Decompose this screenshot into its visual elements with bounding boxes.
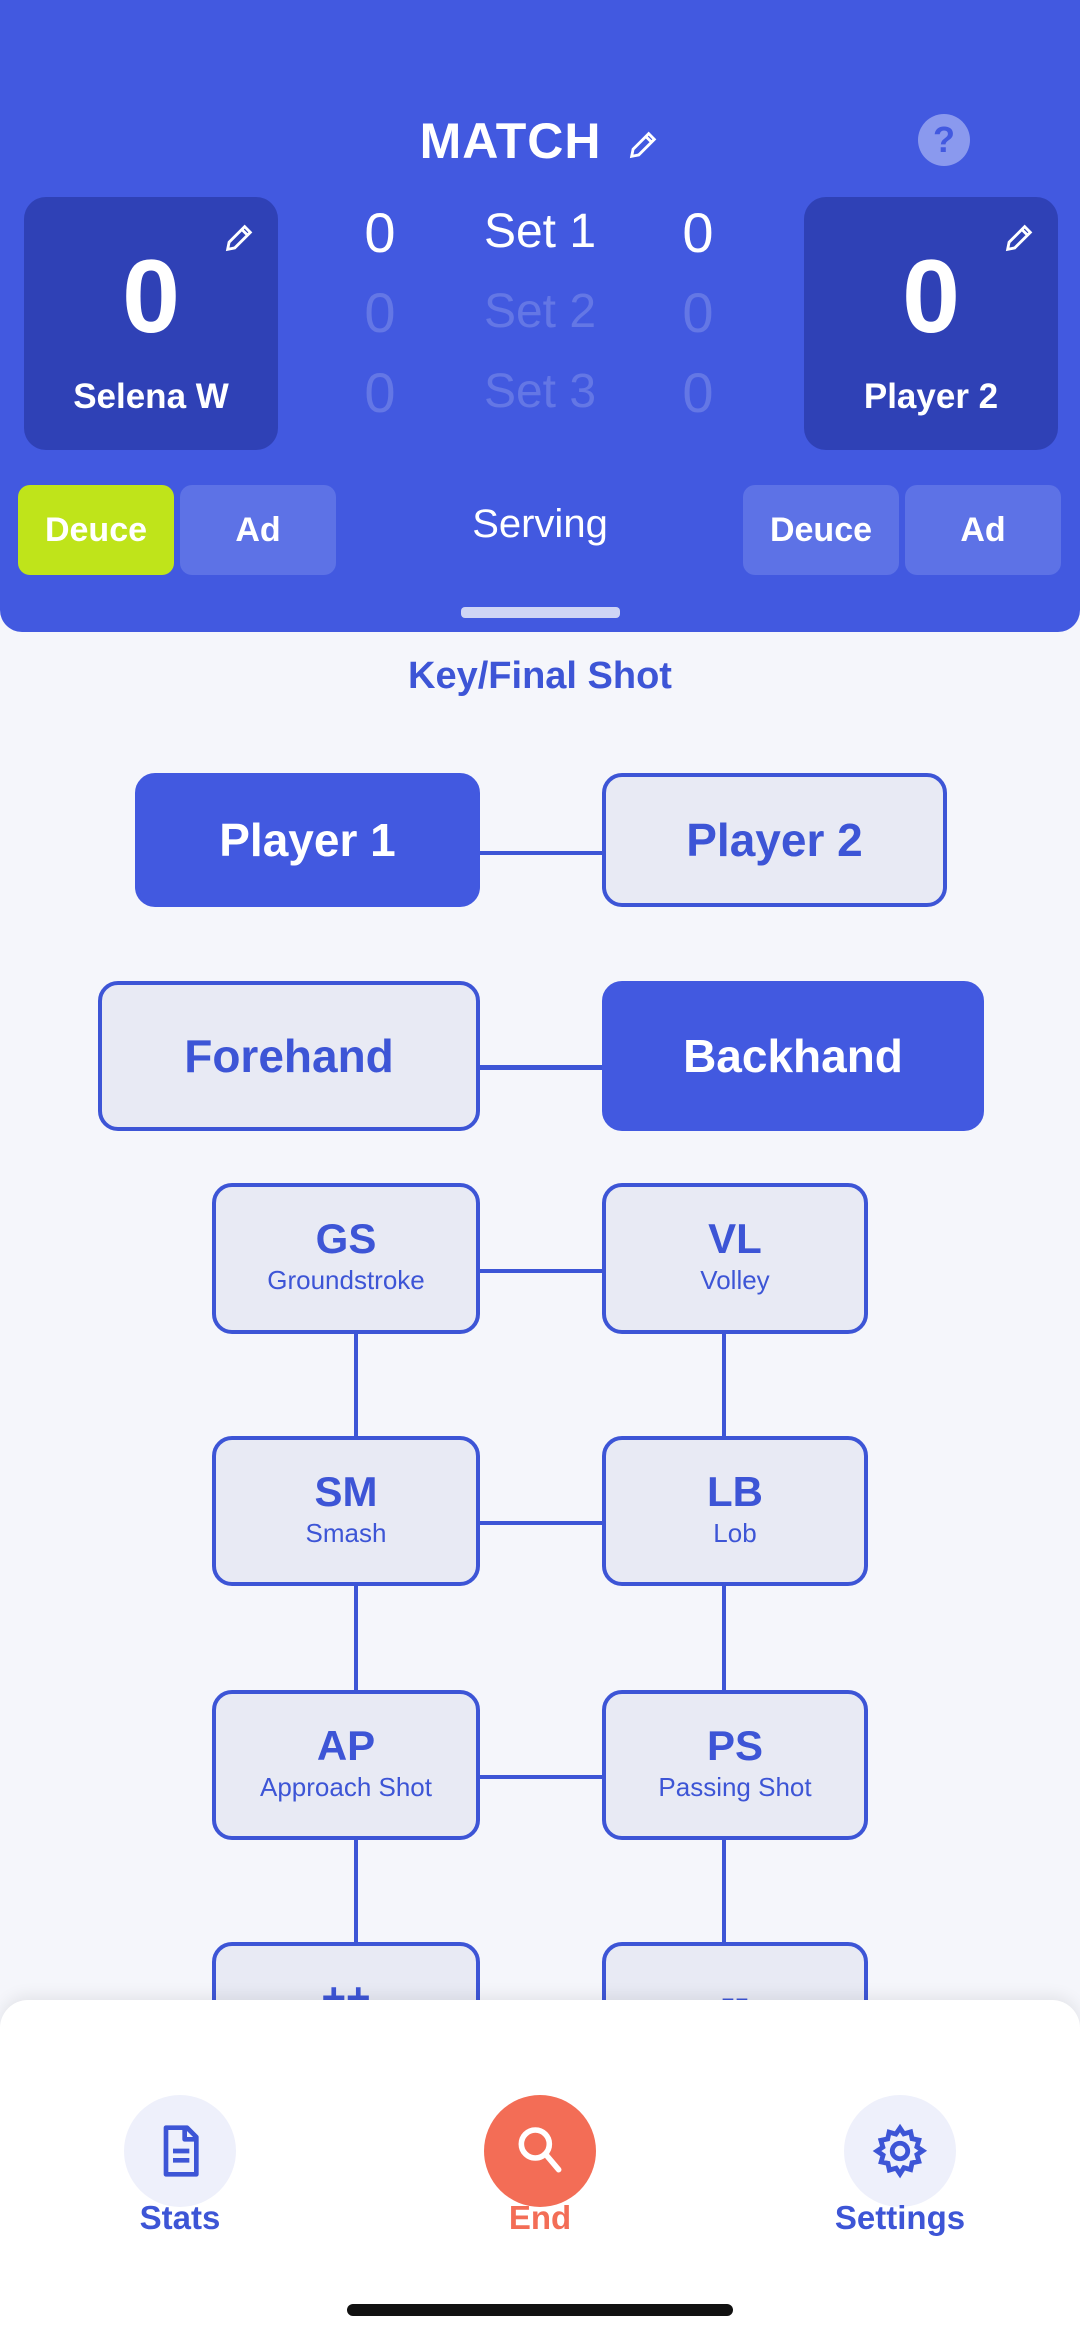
player2-deuce-button[interactable]: Deuce [743,485,899,575]
forehand-button[interactable]: Forehand [98,981,480,1131]
player1-deuce-button[interactable]: Deuce [18,485,174,575]
player2-score-card[interactable]: 0 Player 2 [804,197,1058,450]
player1-ad-button[interactable]: Ad [180,485,336,575]
player2-name: Player 2 [863,377,999,416]
set2-p2-score: 0 [682,281,714,344]
set-row-1: 0 Set 1 0 [340,200,740,280]
shot-groundstroke-button[interactable]: GS Groundstroke [212,1183,480,1334]
edit-player1-icon[interactable] [222,221,256,260]
connector-lb-ps [722,1586,726,1692]
shot-name: Passing Shot [658,1772,812,1802]
set3-p2-score: 0 [682,361,714,424]
shot-abbr: GS [315,1215,377,1262]
shot-abbr: PS [706,1722,764,1769]
shot-abbr: AP [316,1722,376,1769]
shot-abbr: SM [314,1468,378,1515]
player2-button[interactable]: Player 2 [602,773,947,907]
player1-button-label: Player 1 [219,814,396,866]
player2-ad-button[interactable]: Ad [905,485,1061,575]
set3-label: Set 3 [483,365,597,418]
shot-abbr: VL [708,1215,762,1262]
connector-ap-next [354,1840,358,1944]
bottom-nav-bar: Stats End Settings [0,2000,1080,2338]
player2-game-score: 0 [902,239,960,355]
nav-settings-label: Settings [834,2199,966,2236]
nav-end-label: End [508,2199,572,2236]
edit-title-icon[interactable] [626,116,660,174]
racket-icon [484,2095,596,2207]
help-icon[interactable]: ? [918,114,970,166]
backhand-button[interactable]: Backhand [602,981,984,1131]
player1-score-card[interactable]: 0 Selena W [24,197,278,450]
match-title: MATCH [419,113,602,169]
set3-p1-score: 0 [364,361,396,424]
shot-abbr: LB [707,1468,763,1515]
shot-name: Approach Shot [259,1772,432,1802]
shot-name: Volley [700,1265,770,1295]
set1-p2-score: 0 [682,201,714,264]
nav-settings[interactable]: Settings [800,2095,1000,2237]
edit-player2-icon[interactable] [1002,221,1036,260]
serving-indicator [461,607,620,618]
nav-stats-label: Stats [139,2199,221,2236]
shot-approach-button[interactable]: AP Approach Shot [212,1690,480,1840]
shot-name: Lob [713,1518,757,1548]
section-title: Key/Final Shot [408,655,672,697]
set2-p1-score: 0 [364,281,396,344]
match-title-row[interactable]: MATCH [0,112,1080,174]
connector-players [480,851,602,855]
match-header: MATCH ? 0 Selena W 0 Set 1 0 0 Set 2 0 0… [0,0,1080,632]
set-row-2: 0 Set 2 0 [340,280,740,360]
document-icon [124,2095,236,2207]
player2-button-label: Player 2 [686,814,863,866]
player1-button[interactable]: Player 1 [135,773,480,907]
serving-label: Serving [472,502,608,546]
set1-label: Set 1 [483,205,597,258]
player1-name: Selena W [73,377,229,416]
shot-name: Groundstroke [267,1265,425,1295]
set2-label: Set 2 [483,285,597,338]
shot-smash-button[interactable]: SM Smash [212,1436,480,1586]
shot-lob-button[interactable]: LB Lob [602,1436,868,1586]
connector-ps-next [722,1840,726,1944]
player1-game-score: 0 [122,239,180,355]
shot-name: Smash [305,1518,387,1548]
connector-vl-lb [722,1334,726,1436]
shot-volley-button[interactable]: VL Volley [602,1183,868,1334]
connector-sides [480,1065,602,1070]
connector-sm-lb [480,1521,602,1525]
backhand-button-label: Backhand [683,1030,903,1082]
home-indicator [347,2304,733,2316]
connector-gs-vl [480,1269,602,1273]
nav-stats[interactable]: Stats [80,2095,280,2237]
connector-sm-ap [354,1586,358,1692]
set-row-3: 0 Set 3 0 [340,360,740,440]
shot-passing-button[interactable]: PS Passing Shot [602,1690,868,1840]
nav-end[interactable]: End [440,2095,640,2237]
gear-icon [844,2095,956,2207]
forehand-button-label: Forehand [184,1030,394,1082]
set1-p1-score: 0 [364,201,396,264]
connector-ap-ps [480,1775,602,1779]
connector-gs-sm [354,1334,358,1436]
